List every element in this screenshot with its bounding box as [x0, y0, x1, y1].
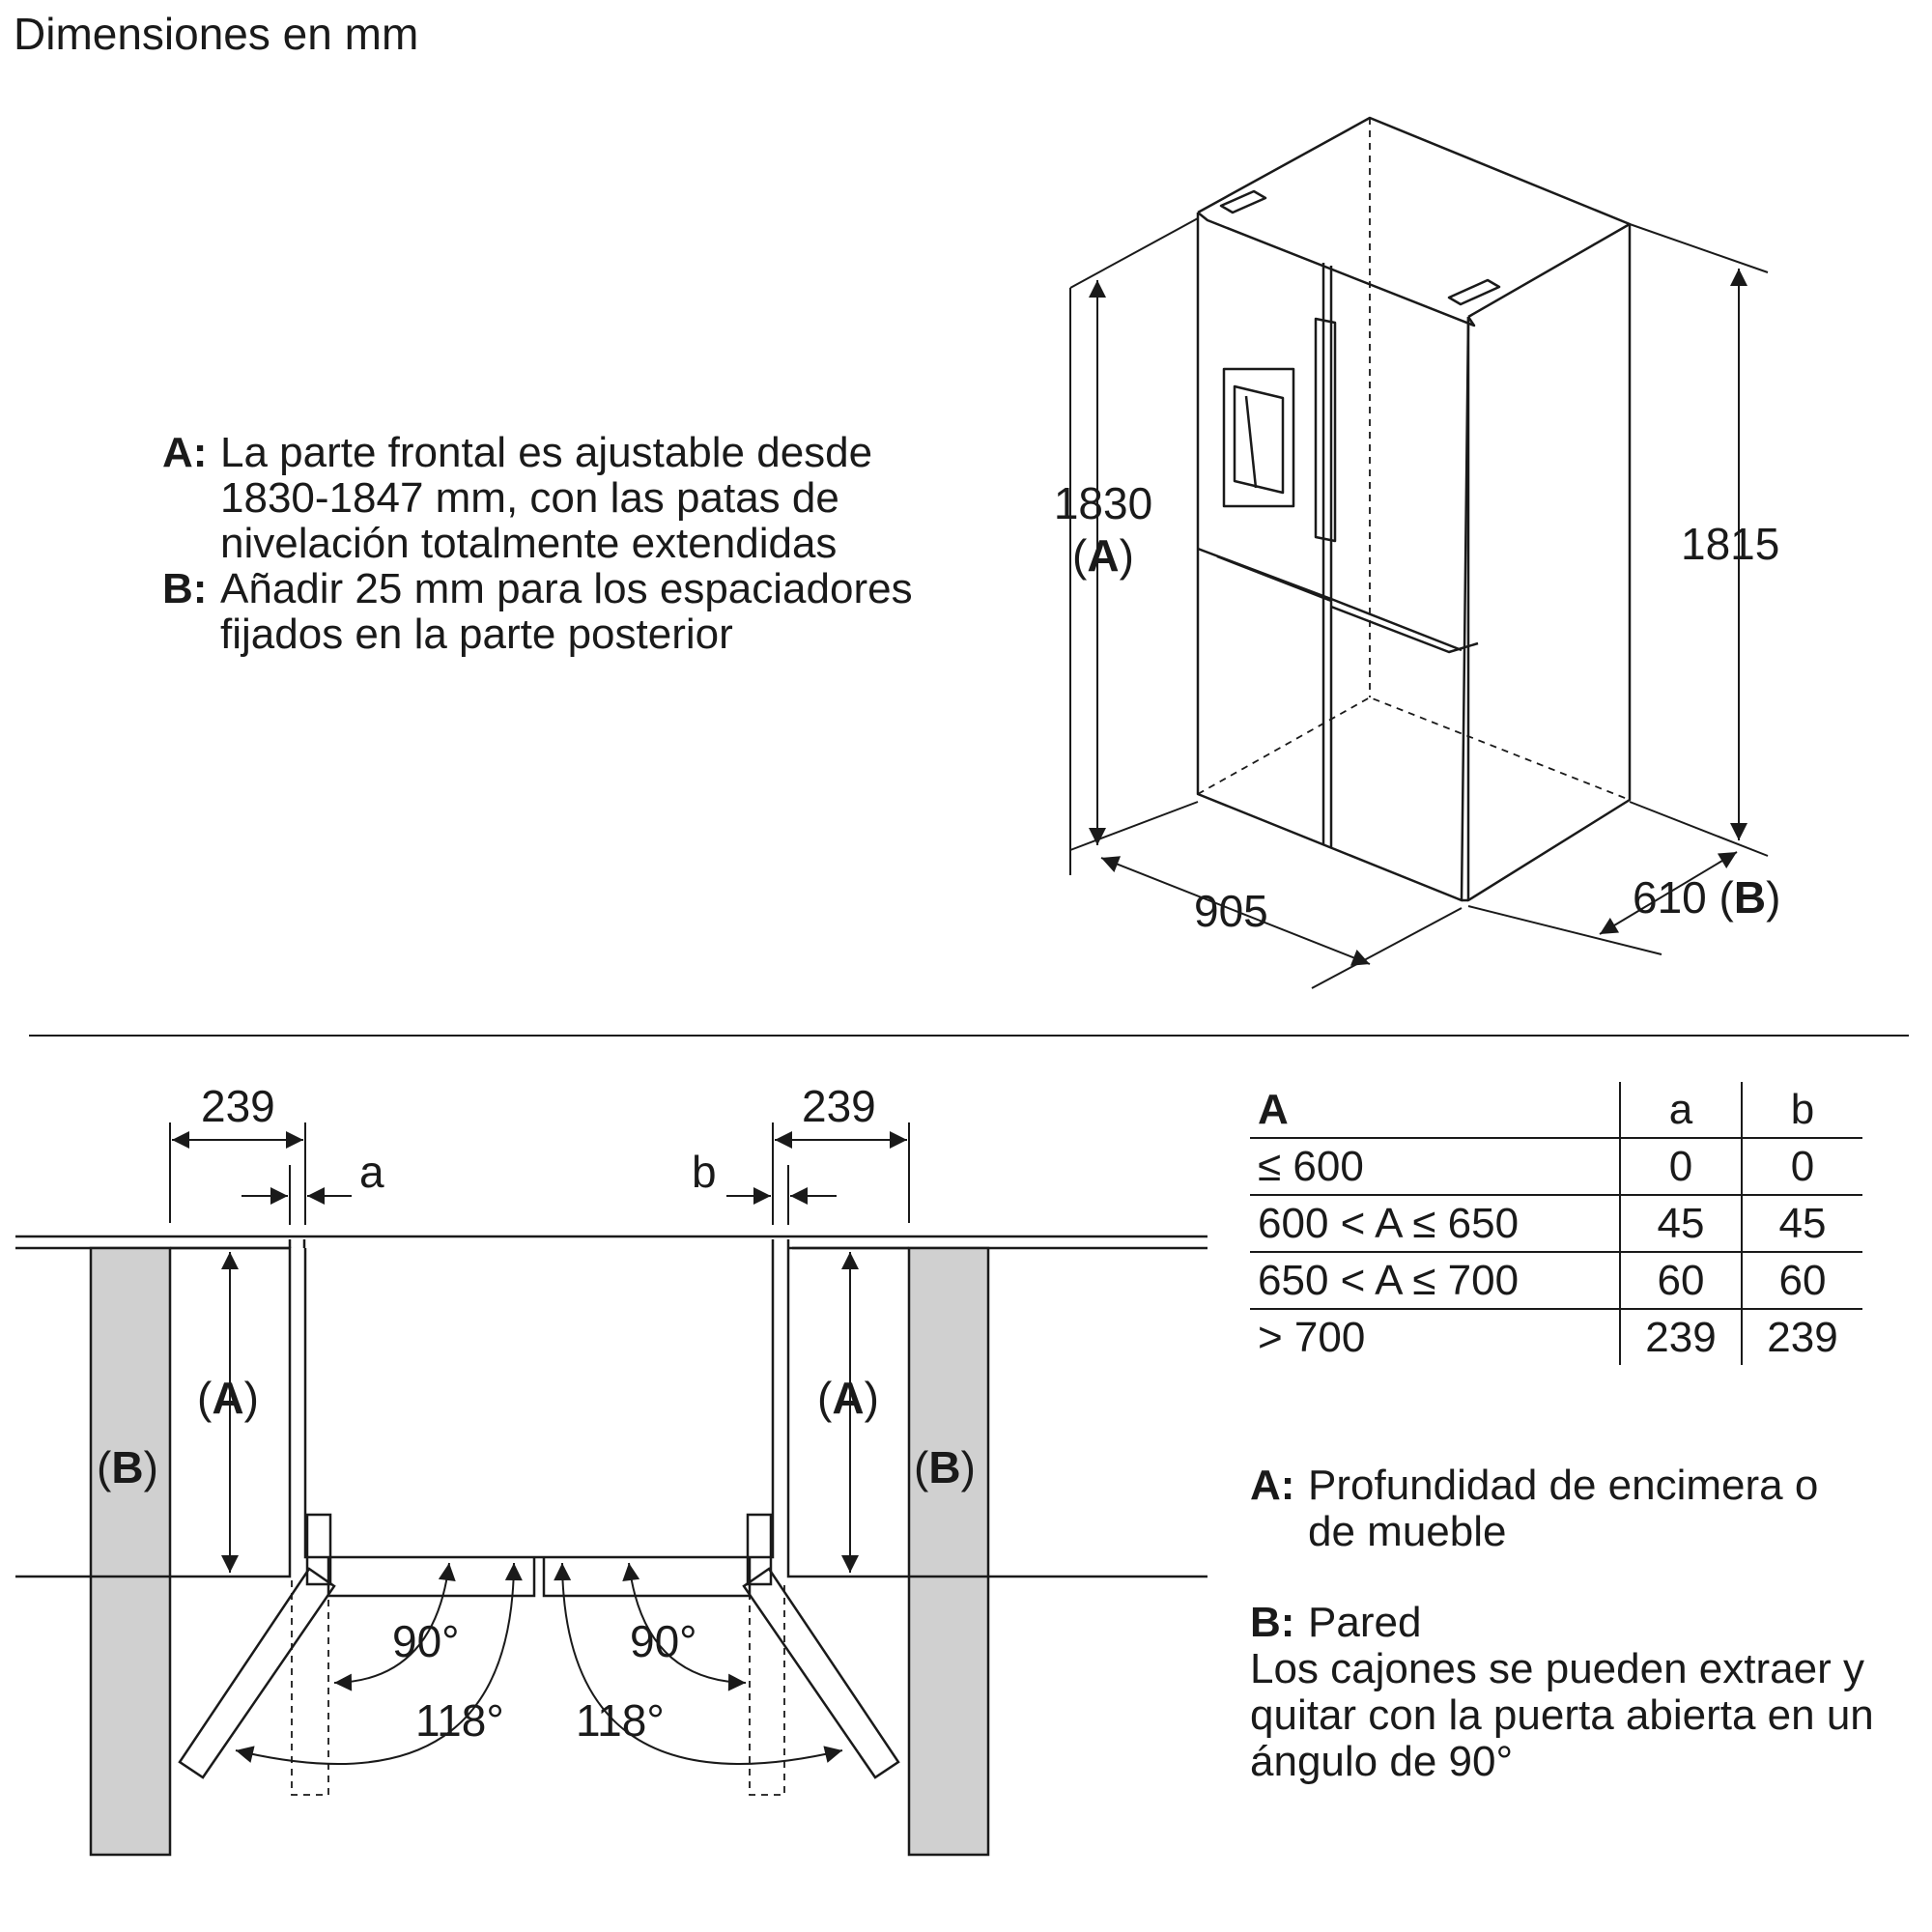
- fridge-top: [1197, 116, 1632, 319]
- legend-b-line-1: Los cajones se pueden extraer y: [1250, 1645, 1864, 1692]
- label-depth: 610 (B): [1633, 872, 1781, 923]
- label-left-239: 239: [201, 1081, 275, 1131]
- clearance-table: A a b ≤ 600 0 0 600 < A ≤ 650 45 45 650 …: [1250, 1082, 1862, 1365]
- plan-view: [15, 1235, 1208, 1857]
- legend-a-key: A:: [1250, 1462, 1295, 1509]
- note-a: A: La parte frontal es ajustable desde: [162, 430, 913, 475]
- left-wall-b-letter: B: [111, 1442, 144, 1492]
- table-cell: 239: [1741, 1309, 1862, 1365]
- height-front-ref-letter: A: [1087, 530, 1120, 581]
- legend-b-line-3: ángulo de 90°: [1250, 1738, 1514, 1785]
- note-b-line-1: Añadir 25 mm para los espaciadores: [220, 565, 913, 612]
- fridge-side: [1466, 224, 1632, 902]
- legend-a: A: Profundidad de encimera o de mueble: [1250, 1463, 1818, 1555]
- table-cell: 239: [1619, 1309, 1742, 1365]
- depth-ref-letter: B: [1733, 872, 1767, 923]
- label-angle-90-right: 90°: [630, 1616, 697, 1666]
- fridge-plan-body: [303, 1248, 775, 1559]
- label-left-wall-b: (B): [97, 1442, 158, 1492]
- label-width: 905: [1194, 886, 1268, 936]
- label-angle-118-left: 118°: [415, 1695, 504, 1746]
- label-right-wall-b: (B): [914, 1442, 976, 1492]
- note-a-line-1: La parte frontal es ajustable desde: [220, 429, 873, 476]
- legend-b-key: B:: [1250, 1599, 1295, 1646]
- fridge-handle: [1314, 317, 1337, 543]
- table-row: ≤ 600 0 0: [1250, 1138, 1862, 1195]
- back-wall: [15, 1235, 1208, 1250]
- drawer-left: [327, 1557, 536, 1598]
- water-dispenser: [1222, 367, 1295, 508]
- legend-a-text-1: Profundidad de encimera o: [1308, 1462, 1819, 1509]
- table-header-row: A a b: [1250, 1082, 1862, 1138]
- legend-b-title-line: B: Pared: [1250, 1600, 1874, 1646]
- table-cell: 600 < A ≤ 650: [1258, 1199, 1520, 1247]
- label-gap-b: b: [692, 1147, 717, 1197]
- plan-dimension-lines: [169, 1122, 910, 1765]
- note-b: B: Añadir 25 mm para los espaciadores: [162, 566, 913, 611]
- table-cell: 0: [1741, 1138, 1862, 1195]
- door-right: [742, 1567, 900, 1779]
- left-cabinet: [15, 1246, 292, 1578]
- table-row: > 700 239 239: [1250, 1309, 1862, 1365]
- legend-b-title: Pared: [1308, 1599, 1422, 1646]
- right-wall: [907, 1246, 990, 1857]
- right-ref-a-letter: A: [832, 1373, 865, 1423]
- table-cell: ≤ 600: [1258, 1142, 1364, 1190]
- table-row: 650 < A ≤ 700 60 60: [1250, 1252, 1862, 1309]
- fridge-isometric: [1196, 116, 1632, 902]
- fridge-dimension-lines: [1069, 217, 1769, 989]
- height-front-value: 1830: [1053, 478, 1153, 528]
- label-height-front: 1830 (A): [1049, 477, 1157, 582]
- legend-b: B:Pared Los cajones se pueden extraer y …: [1250, 1600, 1874, 1785]
- table-header-a: A: [1258, 1085, 1289, 1133]
- drawer-right: [542, 1557, 752, 1598]
- angle-118-right-arc: [554, 1562, 843, 1765]
- legend-a-line-1: A: Profundidad de encimera o: [1250, 1463, 1818, 1509]
- label-right-239: 239: [802, 1081, 876, 1131]
- label-right-ref-a: (A): [817, 1373, 879, 1423]
- door-left: [178, 1567, 336, 1779]
- label-gap-a: a: [359, 1147, 384, 1197]
- table-cell: 45: [1741, 1195, 1862, 1252]
- table-row: 600 < A ≤ 650 45 45: [1250, 1195, 1862, 1252]
- page-title: Dimensiones en mm: [14, 9, 419, 59]
- table-cell: 60: [1619, 1252, 1742, 1309]
- width-arrow: [1100, 856, 1371, 966]
- depth-arrow: [1599, 851, 1738, 935]
- label-left-ref-a: (A): [197, 1373, 259, 1423]
- table-header-gap-a: a: [1619, 1082, 1742, 1138]
- table-cell: 60: [1741, 1252, 1862, 1309]
- label-angle-118-right: 118°: [576, 1695, 665, 1746]
- table-cell: > 700: [1258, 1313, 1366, 1361]
- note-a-key: A:: [162, 429, 208, 476]
- table-cell: 0: [1619, 1138, 1742, 1195]
- note-a-line-3: nivelación totalmente extendidas: [220, 520, 838, 567]
- note-a-line-2: 1830-1847 mm, con las patas de: [220, 474, 839, 522]
- legend-b-line-2: quitar con la puerta abierta en un: [1250, 1691, 1874, 1739]
- notes-top: A: La parte frontal es ajustable desde 18…: [162, 430, 913, 657]
- height-front-ref: (A): [1072, 530, 1134, 581]
- angle-118-left-arc: [235, 1562, 523, 1765]
- fridge-front: [1196, 213, 1470, 902]
- label-angle-90-left: 90°: [392, 1616, 460, 1666]
- right-wall-b-letter: B: [928, 1442, 961, 1492]
- table-header-gap-b: b: [1741, 1082, 1862, 1138]
- depth-value: 610: [1633, 872, 1707, 923]
- table-cell: 650 < A ≤ 700: [1258, 1256, 1520, 1304]
- left-wall: [89, 1246, 172, 1857]
- label-height-back: 1815: [1681, 519, 1780, 569]
- left-ref-a-letter: A: [212, 1373, 244, 1423]
- table-cell: 45: [1619, 1195, 1742, 1252]
- note-b-line-2: fijados en la parte posterior: [220, 611, 733, 658]
- legend-a-line-2: de mueble: [1308, 1508, 1507, 1555]
- note-b-key: B:: [162, 565, 208, 612]
